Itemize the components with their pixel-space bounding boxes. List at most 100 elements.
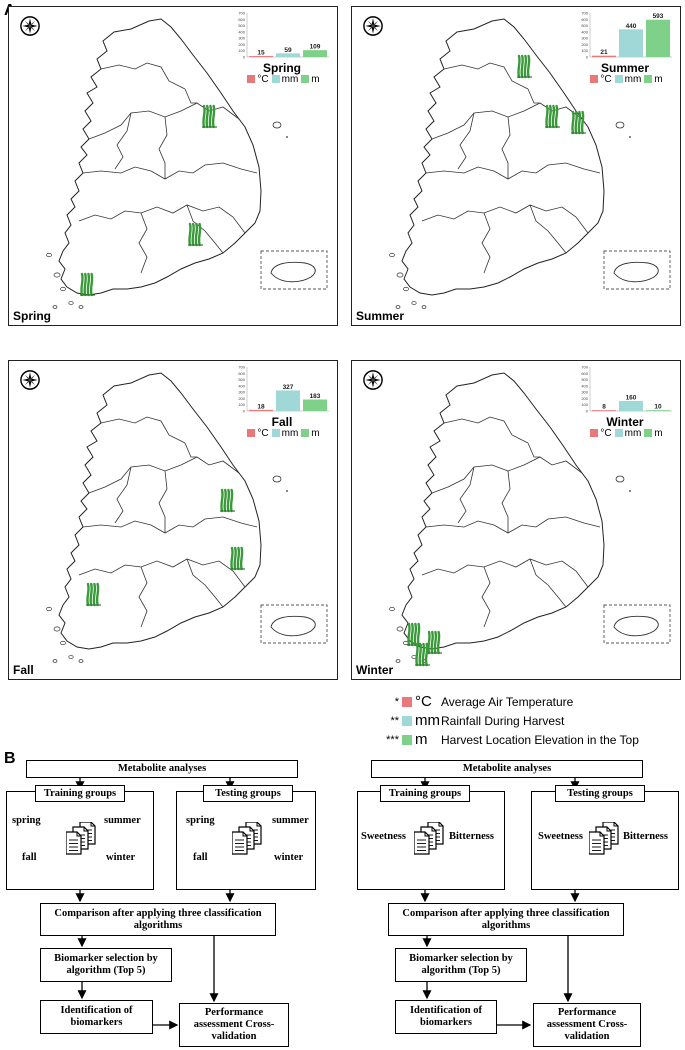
left-biomarker-selection: Biomarker selection by algorithm (Top 5) [40,948,172,982]
right-test-label-bitterness: Bitterness [623,831,668,842]
y-tick-label: 600 [581,371,588,376]
panel-b-label: B [4,750,16,767]
island [46,606,52,612]
bar-value-label: 183 [310,393,321,400]
left-train-label-winter: winter [106,852,136,863]
province-border [114,466,132,524]
left-metabolite-analyses: Metabolite analyses [26,760,298,778]
legend-swatch-elev [301,429,310,437]
island [615,121,625,129]
legend-swatch-elev [644,75,653,83]
island [272,121,282,129]
legend-unit: m [415,731,428,748]
korea-map [389,372,671,667]
korea-map [389,18,671,309]
season-corner-label: Fall [13,663,34,677]
left-test-label-summer: summer [272,815,309,826]
plant-icon [230,546,245,571]
bar-rain [276,53,300,57]
right-performance: Performance assessment Cross-validation [533,1003,641,1047]
y-tick-label: 200 [238,396,245,401]
island [286,136,288,138]
legend-row-rain: ** mm Rainfall During Harvest [363,711,683,730]
bar-value-label: 327 [283,384,294,391]
bar-value-label: 18 [257,403,265,410]
y-tick-label: 400 [581,29,588,34]
bar-value-label: 10 [654,404,662,411]
plant-icon [427,630,442,655]
y-tick-label: 600 [581,17,588,22]
y-tick-label: 700 [238,365,245,370]
province-border [501,470,511,533]
province-border [114,112,132,170]
compass [363,370,383,390]
island [629,490,631,492]
bar-value-label: 8 [602,404,606,411]
legend-text-rain: mm [624,74,642,85]
jeju-island [613,615,659,637]
plant-icon [517,54,532,79]
left-comparison: Comparison after applying three classifi… [40,903,276,936]
bar-rain [619,29,643,57]
legend-swatch-elev [644,429,653,437]
bar-temp [249,409,273,411]
left-train-label-spring: spring [12,815,41,826]
island [615,475,625,483]
left-training-groups-title: Training groups [35,785,125,802]
left-test-label-winter: winter [274,852,304,863]
bar-temp [592,55,616,57]
island [52,659,58,663]
y-tick-label: 400 [238,29,245,34]
province-border [82,162,258,180]
legend-text-rain: mm [281,428,299,439]
island [286,490,288,492]
province-border [100,62,186,90]
right-identification: Identification of biomarkers [395,1000,497,1034]
legend-swatch-rain [614,75,623,83]
left-performance: Performance assessment Cross-validation [179,1003,289,1047]
bar-value-label: 59 [284,47,292,54]
compass [363,16,383,36]
legend-stars: ** [390,714,399,727]
y-tick-label: 0 [243,55,246,60]
plant-icon [86,582,101,607]
jeju-island [613,261,659,283]
korea-map [46,372,328,663]
y-tick-label: 300 [581,36,588,41]
left-identification: Identification of biomarkers [40,1000,153,1034]
y-tick-label: 500 [581,377,588,382]
legend-text-elev: m [654,428,663,439]
y-tick-label: 500 [581,23,588,28]
island [421,305,427,309]
korea-outline [58,372,262,650]
plant-icon [545,104,560,129]
legend-swatch-rain [402,715,412,726]
island [395,659,401,663]
season-corner-label: Spring [13,309,51,323]
province-border [186,558,224,608]
island [68,655,74,659]
province-border [527,442,540,458]
legend-swatch-rain [614,429,623,437]
island [68,301,74,305]
y-tick-label: 100 [581,48,588,53]
y-tick-label: 0 [586,55,589,60]
province-border [158,470,168,533]
bar-value-label: 160 [626,394,637,401]
province-border [481,212,491,274]
province-border [421,204,589,234]
legend-swatch-rain [271,429,280,437]
bar-elev [303,50,327,57]
bar-value-label: 440 [626,23,637,30]
compass-icon [20,16,40,36]
legend-text-elev: m [654,74,663,85]
legend-text-elev: m [311,74,320,85]
province-border [186,204,224,254]
right-comparison: Comparison after applying three classifi… [388,903,624,936]
